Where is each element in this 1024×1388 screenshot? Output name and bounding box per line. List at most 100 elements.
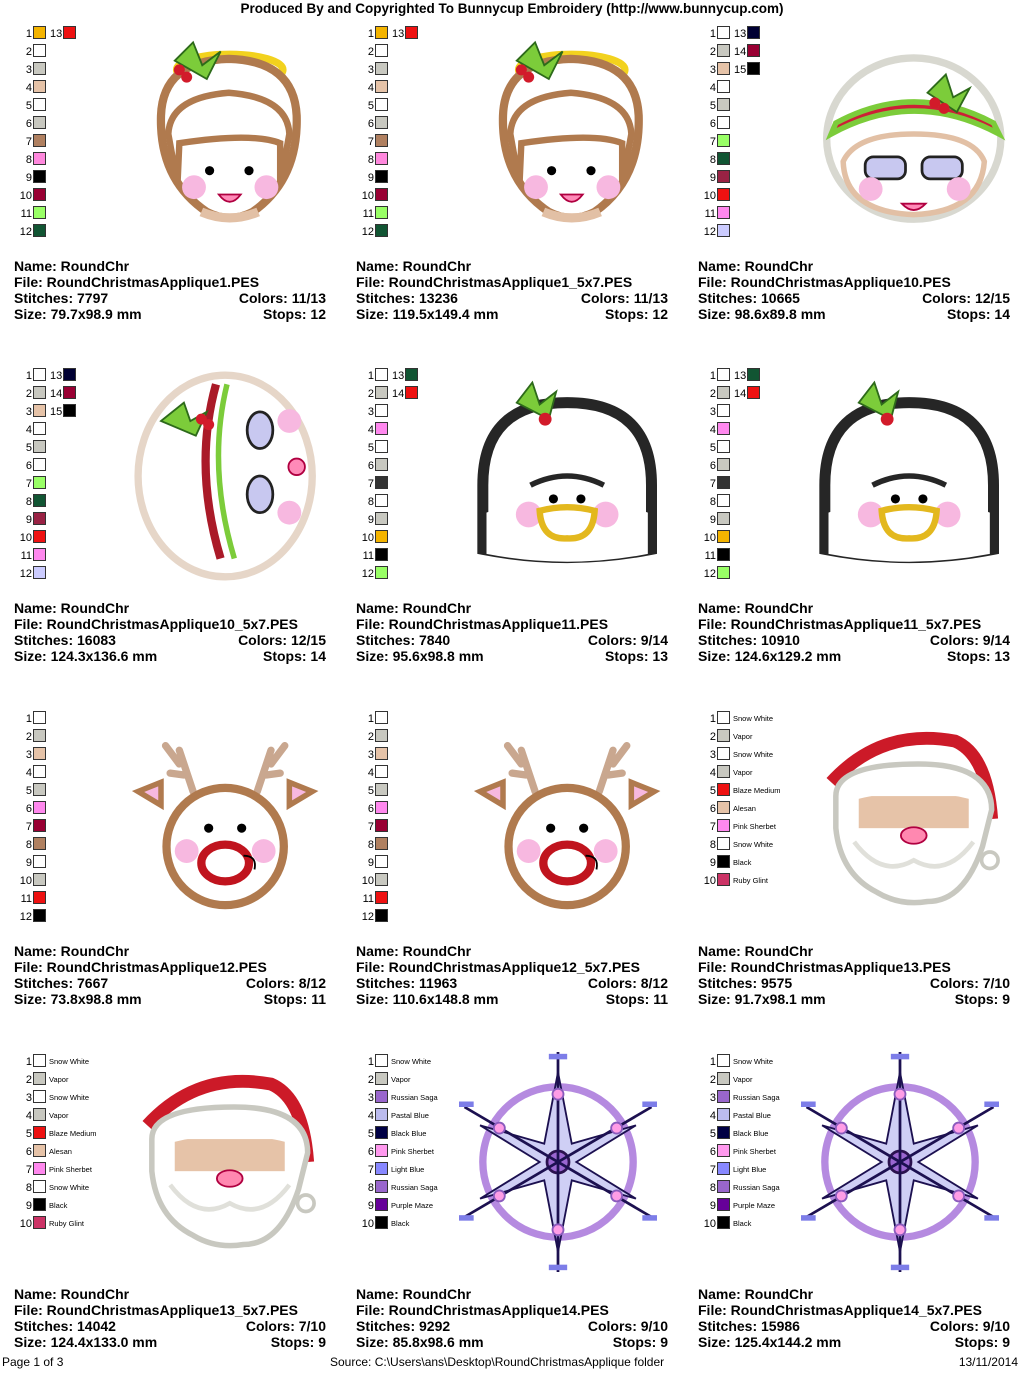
swatch-number: 1 [709, 1056, 716, 1068]
swatch-color-box [375, 729, 388, 742]
swatch-color-box [33, 476, 46, 489]
design-info: Name: RoundChr File: RoundChristmasAppli… [698, 258, 1010, 322]
swatch-number: 4 [367, 767, 374, 779]
swatch-number: 1 [367, 28, 374, 40]
color-swatch: 10 [18, 873, 46, 891]
swatch-color-box [375, 458, 388, 471]
swatch-color-box [375, 494, 388, 507]
color-swatch: 12 [360, 566, 388, 584]
design-file: File: RoundChristmasApplique12_5x7.PES [356, 959, 640, 975]
swatch-color-box [405, 26, 419, 39]
color-swatch: 12 [702, 566, 730, 584]
swatch-number: 6 [25, 460, 32, 472]
color-swatch: 11 [18, 548, 46, 566]
swatch-color-box [375, 1126, 388, 1139]
swatch-second-column: 14 [50, 386, 77, 401]
swatch-color-box [375, 765, 388, 778]
color-swatch: 4 [360, 422, 388, 440]
color-swatch: 11 [360, 891, 388, 909]
swatch-number: 5 [25, 1128, 32, 1140]
color-swatch: 6 [18, 458, 46, 476]
swatch-color-box [63, 368, 77, 381]
swatch-number: 13 [392, 370, 405, 382]
swatch-color-box [33, 783, 46, 796]
color-swatch: 9 [360, 512, 388, 530]
swatch-color-box [375, 44, 388, 57]
swatch-color-box [375, 170, 388, 183]
swatch-number: 10 [19, 190, 32, 202]
swatch-number: 8 [709, 1182, 716, 1194]
swatch-number: 5 [367, 1128, 374, 1140]
swatch-number: 7 [367, 136, 374, 148]
swatch-number: 7 [709, 821, 716, 833]
color-swatch: 9 [360, 855, 388, 873]
color-swatch: 12 [360, 224, 388, 242]
color-swatch: 3 [360, 747, 388, 765]
color-swatch: 7 [18, 819, 46, 837]
design-size: Size: 125.4x144.2 mm [698, 1334, 842, 1350]
swatch-thread-name: Vapor [733, 768, 753, 777]
color-swatch: 8 [18, 494, 46, 512]
design-file: File: RoundChristmasApplique10_5x7.PES [14, 616, 298, 632]
swatch-color-box [717, 134, 730, 147]
swatch-color-box [717, 837, 730, 850]
color-swatch: 4 [18, 765, 46, 783]
design-stitches: Stitches: 14042 [14, 1318, 116, 1334]
swatch-number: 2 [367, 46, 374, 58]
swatch-number: 2 [367, 1074, 374, 1086]
swatch-color-box [33, 116, 46, 129]
swatch-number: 5 [25, 785, 32, 797]
color-swatch: 12 [360, 909, 388, 927]
swatch-number: 10 [361, 1218, 374, 1230]
swatch-color-box [33, 837, 46, 850]
swatch-thread-name: Snow White [733, 1057, 774, 1066]
design-file: File: RoundChristmasApplique11.PES [356, 616, 609, 632]
swatch-color-box [375, 711, 388, 724]
swatch-number: 10 [361, 875, 374, 887]
swatch-thread-name: Russian Saga [391, 1093, 438, 1102]
swatch-number: 7 [25, 1164, 32, 1176]
design-stops: Stops: 9 [612, 1334, 668, 1350]
design-artwork [106, 1052, 326, 1272]
swatch-color-box [375, 909, 388, 922]
swatch-color-box [33, 1054, 46, 1067]
swatch-second-column: 14 [734, 44, 761, 59]
swatch-color-box [375, 747, 388, 760]
swatch-number: 11 [362, 893, 374, 905]
design-colors: Colors: 8/12 [587, 975, 668, 991]
swatch-color-box [717, 1216, 730, 1229]
swatch-number: 9 [25, 857, 32, 869]
swatch-number: 14 [50, 388, 63, 400]
color-swatch: 5 [18, 783, 46, 801]
swatch-thread-name: Vapor [49, 1111, 69, 1120]
design-stops: Stops: 13 [946, 648, 1010, 664]
swatch-color-box [375, 783, 388, 796]
design-file: File: RoundChristmasApplique13.PES [698, 959, 951, 975]
swatch-color-box [375, 98, 388, 111]
color-swatch: 2 [360, 44, 388, 62]
color-swatch: 10 [18, 188, 46, 206]
swatch-color-box [375, 386, 388, 399]
swatch-color-box [375, 152, 388, 165]
design-name: Name: RoundChr [356, 258, 472, 274]
swatch-number: 2 [709, 46, 716, 58]
swatch-number: 11 [20, 208, 32, 220]
design-name: Name: RoundChr [698, 600, 814, 616]
swatch-color-box [747, 386, 761, 399]
swatch-number: 3 [25, 1092, 32, 1104]
swatch-color-box [717, 386, 730, 399]
color-swatch: 8 [360, 494, 388, 512]
design-info: Name: RoundChr File: RoundChristmasAppli… [14, 1286, 326, 1350]
swatch-number: 11 [704, 550, 716, 562]
swatch-color-box [717, 1198, 730, 1211]
mrsclaus-artwork-image [823, 54, 1006, 223]
